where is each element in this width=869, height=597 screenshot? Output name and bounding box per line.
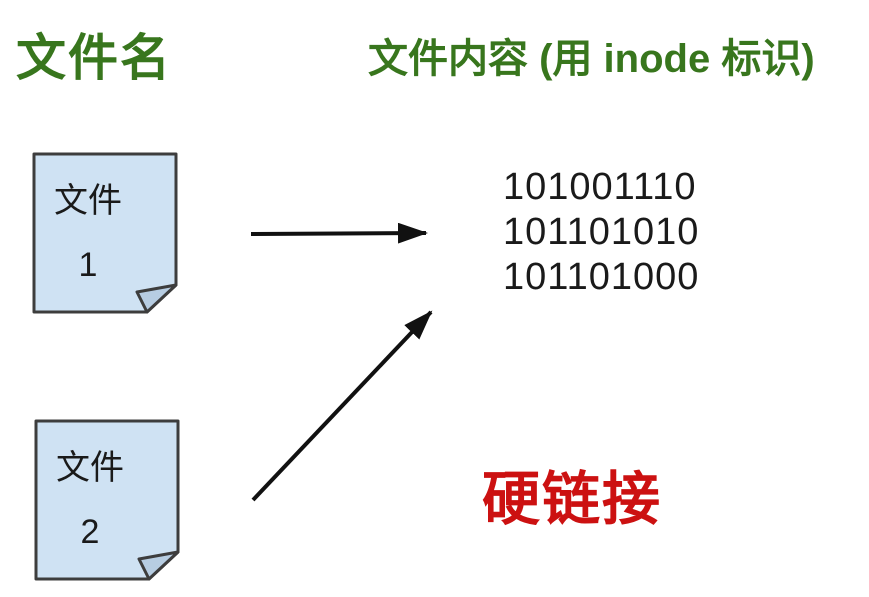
binary-line-3: 101101000 bbox=[503, 256, 700, 298]
file-note-1: 文件 1 bbox=[31, 151, 179, 315]
binary-line-2: 101101010 bbox=[503, 211, 700, 253]
file-note-icon bbox=[34, 419, 180, 581]
arrow-file2-to-inode bbox=[251, 310, 433, 502]
hard-link-caption: 硬链接 bbox=[482, 467, 663, 532]
file-content-column-title: 文件内容 (用 inode 标识) bbox=[368, 37, 815, 81]
folded-corner bbox=[137, 550, 180, 581]
binary-line-1: 101001110 bbox=[503, 166, 697, 208]
filename-column-title: 文件名 bbox=[16, 30, 172, 86]
file-note-icon bbox=[32, 152, 178, 314]
arrow-file1-to-inode bbox=[250, 222, 428, 244]
inode-binary-content: 101001110 101101010 101101000 bbox=[503, 165, 699, 300]
folded-corner bbox=[135, 283, 178, 314]
file-note-2: 文件 2 bbox=[33, 418, 181, 582]
